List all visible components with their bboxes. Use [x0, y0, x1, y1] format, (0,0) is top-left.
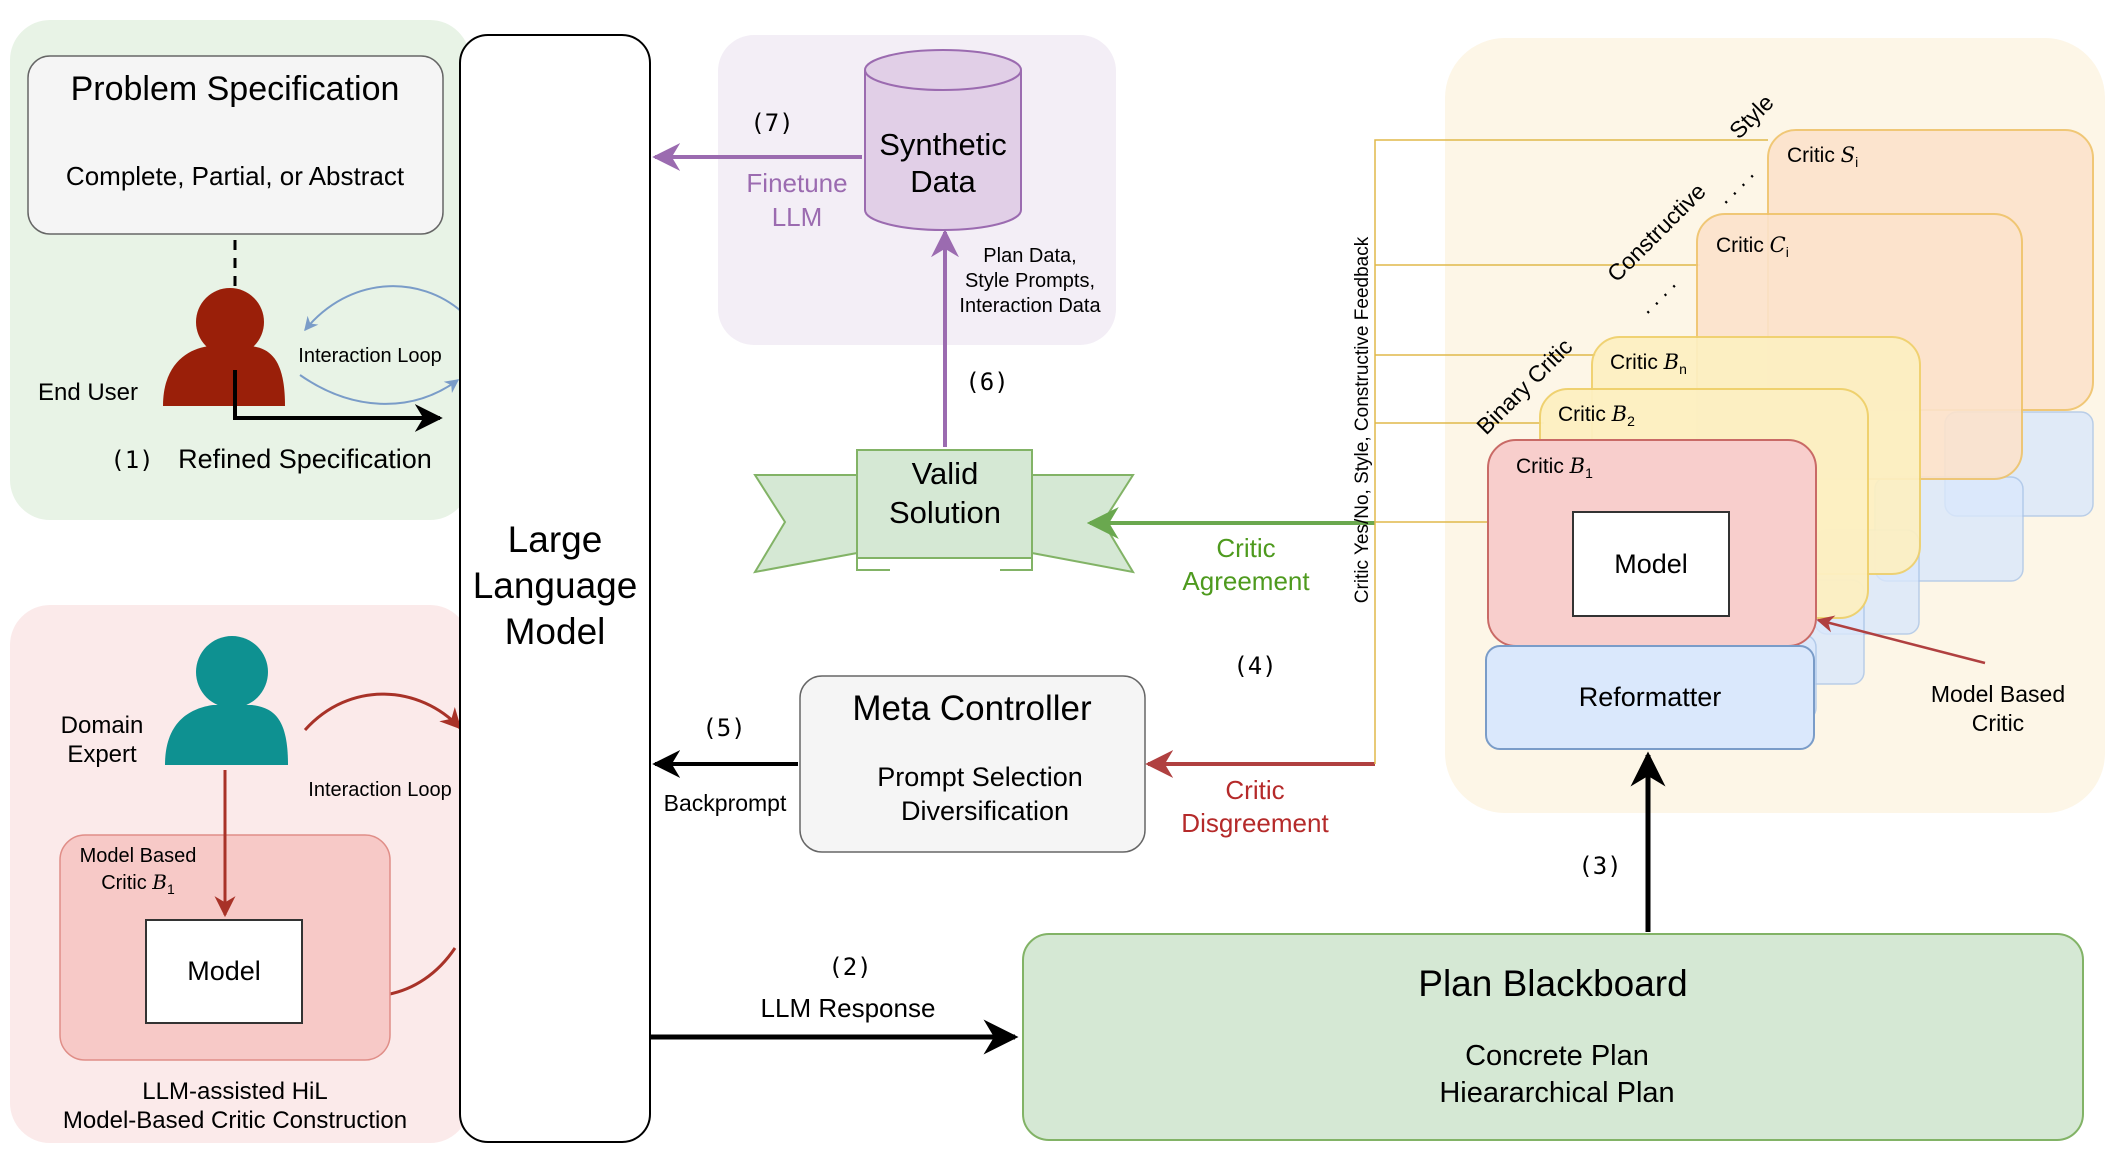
domain-expert-label-1: Domain: [61, 712, 144, 739]
plan-blackboard-line-2: Hieararchical Plan: [1439, 1077, 1674, 1109]
critic-agreement-label-1: Critic: [1216, 533, 1275, 563]
critic-disagreement-label-2: Disgreement: [1181, 808, 1329, 838]
problem-specification-box: Problem Specification Complete, Partial,…: [27, 55, 444, 235]
svg-text:Critic B1: Critic B1: [101, 870, 175, 897]
critic-feedback-lines: [1374, 139, 1768, 764]
valid-solution-label-1: Valid: [912, 456, 979, 491]
end-user-loop-label: Interaction Loop: [298, 345, 441, 367]
critic-stack: Critic Si Critic Ci Critic Bn Critic B2 …: [1485, 129, 2094, 750]
hil-caption-2: Model-Based Critic Construction: [63, 1107, 407, 1134]
meta-controller-line-2: Diversification: [901, 796, 1069, 826]
meta-controller-line-1: Prompt Selection: [877, 762, 1083, 792]
critic-disagreement-label-1: Critic: [1225, 775, 1284, 805]
plan-blackboard-line-1: Concrete Plan: [1465, 1040, 1649, 1072]
end-user-loop-arrow-top: [304, 285, 463, 332]
critic-agreement-label-2: Agreement: [1182, 566, 1310, 596]
step-5-label: (5): [702, 714, 745, 742]
svg-text:Critic Ci: Critic Ci: [1716, 233, 1789, 260]
refined-spec-arrow: [233, 370, 443, 432]
svg-text:Critic B1: Critic B1: [1516, 454, 1593, 481]
step-4-label: (4): [1233, 652, 1276, 680]
finetune-label-2: LLM: [772, 202, 823, 232]
step-6-label: (6): [965, 368, 1008, 396]
hil-model-label: Model: [187, 956, 261, 986]
synthetic-desc-3: Interaction Data: [959, 295, 1101, 317]
reformatter-label: Reformatter: [1579, 682, 1722, 712]
synthetic-data-cylinder: Synthetic Data: [864, 49, 1022, 231]
synthetic-data-label-1: Synthetic: [879, 127, 1007, 162]
svg-text:Critic B2: Critic B2: [1558, 402, 1635, 429]
valid-solution-banner: Valid Solution: [752, 449, 1136, 574]
domain-expert-icon: [165, 636, 288, 765]
synthetic-desc-2: Style Prompts,: [965, 270, 1095, 292]
plan-blackboard-title: Plan Blackboard: [1418, 963, 1687, 1004]
hil-caption-1: LLM-assisted HiL: [142, 1078, 327, 1105]
llm-label-3: Model: [505, 611, 606, 652]
svg-text:Critic Bn: Critic Bn: [1610, 350, 1687, 377]
meta-controller-title: Meta Controller: [852, 689, 1092, 728]
end-user-icon: [163, 288, 285, 406]
critic-model-box: [1572, 511, 1730, 617]
model-based-critic-pointer: [1816, 615, 1986, 665]
problem-spec-title: Problem Specification: [71, 70, 400, 108]
synthetic-data-label-2: Data: [910, 164, 976, 199]
hil-model-box: [145, 919, 303, 1024]
step-7-label: (7): [750, 109, 793, 137]
step-2-label: (2): [828, 953, 871, 981]
refined-spec-label: Refined Specification: [178, 444, 432, 474]
reformatter-box: [1485, 645, 1815, 750]
svg-text:Critic Si: Critic Si: [1787, 143, 1858, 170]
backprompt-label: Backprompt: [664, 790, 787, 816]
hil-critic-box: Model Based Critic B1 Model: [59, 834, 391, 1061]
synthetic-desc-1: Plan Data,: [983, 245, 1076, 267]
domain-expert-label-2: Expert: [67, 741, 137, 768]
problem-spec-subtitle: Complete, Partial, or Abstract: [66, 161, 405, 191]
finetune-label-1: Finetune: [746, 168, 847, 198]
step-3-label: (3): [1578, 852, 1621, 880]
feedback-vertical-label: Critic Yes/No, Style, Constructive Feedb…: [1352, 236, 1373, 603]
llm-label-1: Large: [508, 519, 603, 560]
model-based-critic-label-1: Model Based: [1931, 681, 2065, 707]
step-1-label: (1): [110, 446, 153, 474]
expert-loop-arrow-top: [303, 692, 462, 732]
model-based-critic-label-2: Critic: [1972, 710, 2024, 736]
llm-label-2: Language: [473, 565, 638, 606]
critic-model-label: Model: [1614, 549, 1688, 579]
llm-response-label: LLM Response: [761, 993, 936, 1023]
valid-solution-label-2: Solution: [889, 495, 1001, 530]
meta-controller-box: Meta Controller Prompt Selection Diversi…: [799, 675, 1146, 853]
end-user-label: End User: [38, 379, 138, 406]
llm-box: Large Language Model: [459, 34, 651, 1143]
end-user-loop-arrow-bottom: [299, 374, 460, 405]
expert-loop-label: Interaction Loop: [308, 779, 451, 801]
hil-critic-label-1: Model Based: [80, 845, 197, 867]
plan-blackboard-box: Plan Blackboard Concrete Plan Hieararchi…: [1022, 933, 2084, 1141]
